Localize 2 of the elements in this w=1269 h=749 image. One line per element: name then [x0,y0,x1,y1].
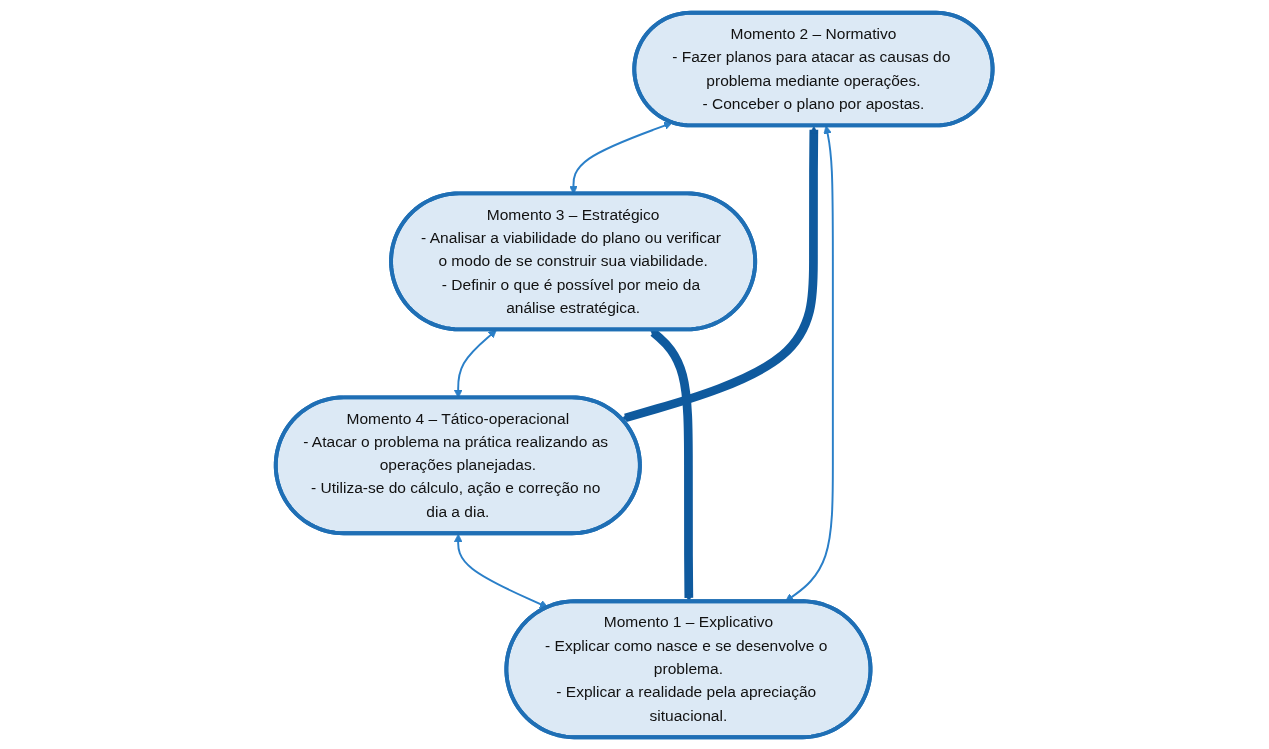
arrow [621,125,819,422]
arrow [454,533,549,608]
